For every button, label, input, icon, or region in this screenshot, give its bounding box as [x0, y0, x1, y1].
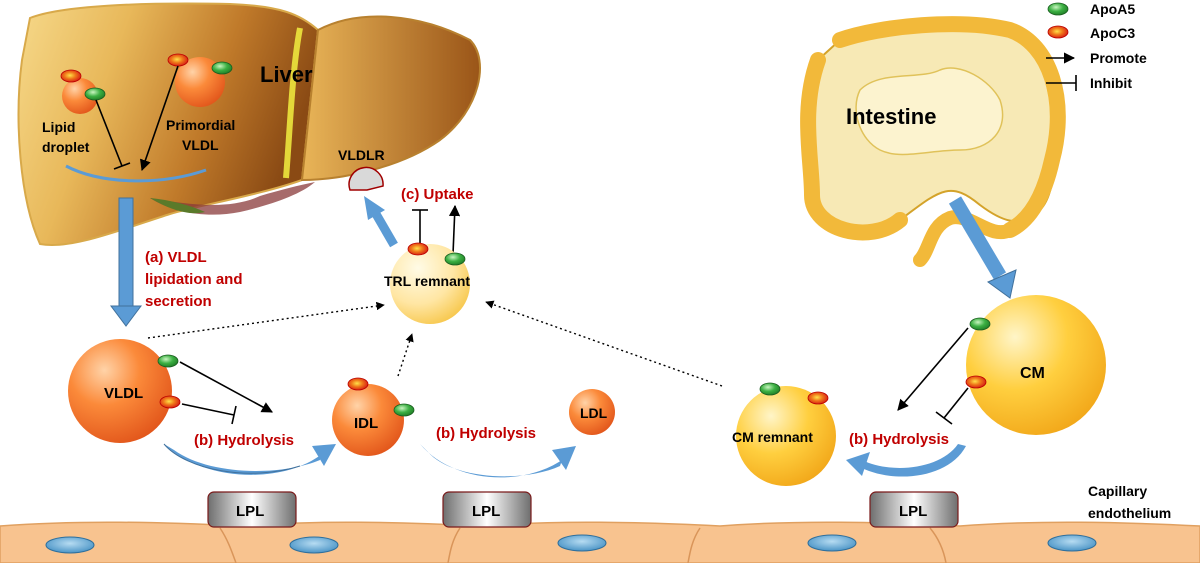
lpl-label: LPL	[236, 503, 264, 520]
cm-secretion-arrow	[948, 196, 1017, 299]
apoa5-marker	[157, 354, 179, 368]
vldlr-label: VLDLR	[338, 147, 385, 163]
promote-arrow	[179, 361, 273, 413]
inhibit-line	[95, 99, 123, 167]
apoc3-marker	[167, 53, 189, 67]
idl-particle	[332, 384, 404, 456]
apoc3-marker	[159, 395, 181, 409]
hydrolysis-curve-arrow-2	[420, 444, 576, 478]
lpl-enzyme-1: LPL	[207, 491, 297, 528]
promote-arrow	[897, 327, 969, 411]
cell-nucleus	[807, 534, 857, 552]
inhibit-line	[943, 387, 969, 419]
inhibit-bar	[113, 162, 131, 170]
dotted-arrow-idl-to-trl	[397, 333, 414, 377]
capillary-endothelium	[0, 521, 1200, 563]
lpl-label: LPL	[472, 503, 500, 520]
lipidation-label-line1: (a) VLDL	[145, 249, 207, 266]
apoc3-marker	[965, 375, 987, 389]
legend: ApoA5 ApoC3 Promote Inhibit	[1046, 1, 1147, 91]
legend-promote-label: Promote	[1090, 50, 1147, 66]
lipid-droplet-label-line1: Lipid	[42, 119, 75, 135]
cm-remnant-particle	[736, 386, 836, 486]
cm-remnant-label: CM remnant	[732, 429, 813, 445]
hydrolysis-label-1: (b) Hydrolysis	[194, 432, 294, 449]
apoa5-marker	[759, 382, 781, 396]
apoc3-marker	[407, 242, 429, 256]
legend-apoa5-label: ApoA5	[1090, 1, 1135, 17]
inhibit-bar	[231, 405, 237, 425]
secretion-arrow	[110, 197, 142, 327]
liver-label: Liver	[260, 62, 313, 87]
ldl-label: LDL	[580, 405, 608, 421]
legend-apoc3-icon	[1047, 25, 1069, 39]
trl-remnant-label: TRL remnant	[384, 273, 470, 289]
promote-arrow	[140, 65, 179, 172]
vldl-particle	[68, 339, 172, 443]
uptake-arrow	[364, 196, 398, 248]
apoa5-marker	[211, 61, 233, 75]
lpl-label: LPL	[899, 503, 927, 520]
legend-inhibit-label: Inhibit	[1090, 75, 1132, 91]
primordial-label-line2: VLDL	[182, 137, 219, 153]
hydrolysis-curve-arrow-3	[846, 444, 966, 477]
lipid-droplet-particle	[62, 78, 98, 114]
apoa5-marker	[444, 252, 466, 266]
promote-arrow	[448, 204, 461, 255]
apoc3-marker	[347, 377, 369, 391]
cell-nucleus	[45, 536, 95, 554]
endothelium-label-line1: Capillary	[1088, 483, 1147, 499]
lipidation-label-line3: secretion	[145, 293, 212, 310]
cell-nucleus	[1047, 534, 1097, 552]
cell-nucleus	[557, 534, 607, 552]
lipidation-label-line2: lipidation and	[145, 271, 243, 288]
cm-label: CM	[1020, 365, 1045, 382]
legend-apoa5-icon	[1047, 2, 1069, 16]
endothelium-label-line2: endothelium	[1088, 505, 1171, 521]
apoc3-marker	[807, 391, 829, 405]
hydrolysis-label-2: (b) Hydrolysis	[436, 425, 536, 442]
uptake-label: (c) Uptake	[401, 186, 474, 203]
primordial-label-line1: Primordial	[166, 117, 235, 133]
intestine-illustration	[800, 16, 1066, 267]
lipidation-curve	[65, 164, 207, 183]
apoa5-marker	[84, 87, 106, 101]
intestine-label: Intestine	[846, 104, 936, 129]
legend-apoc3-label: ApoC3	[1090, 25, 1135, 41]
lpl-enzyme-2: LPL	[442, 491, 532, 528]
apoc3-marker	[60, 69, 82, 83]
hydrolysis-curve-arrow-1	[163, 443, 336, 475]
lpl-enzyme-3: LPL	[869, 491, 959, 528]
liver-illustration	[17, 2, 481, 246]
cell-nucleus	[289, 536, 339, 554]
inhibit-bar	[935, 411, 953, 425]
vldlr-receptor-icon	[348, 166, 384, 191]
dotted-arrow-cmremnant-to-trl	[485, 300, 723, 387]
vldl-label: VLDL	[104, 385, 143, 402]
idl-label: IDL	[354, 415, 378, 432]
cm-particle	[966, 295, 1106, 435]
apoa5-marker	[969, 317, 991, 331]
inhibit-line	[181, 403, 235, 416]
ldl-particle	[569, 389, 615, 435]
hydrolysis-label-3: (b) Hydrolysis	[849, 431, 949, 448]
apoa5-marker	[393, 403, 415, 417]
lipid-droplet-label-line2: droplet	[42, 139, 90, 155]
